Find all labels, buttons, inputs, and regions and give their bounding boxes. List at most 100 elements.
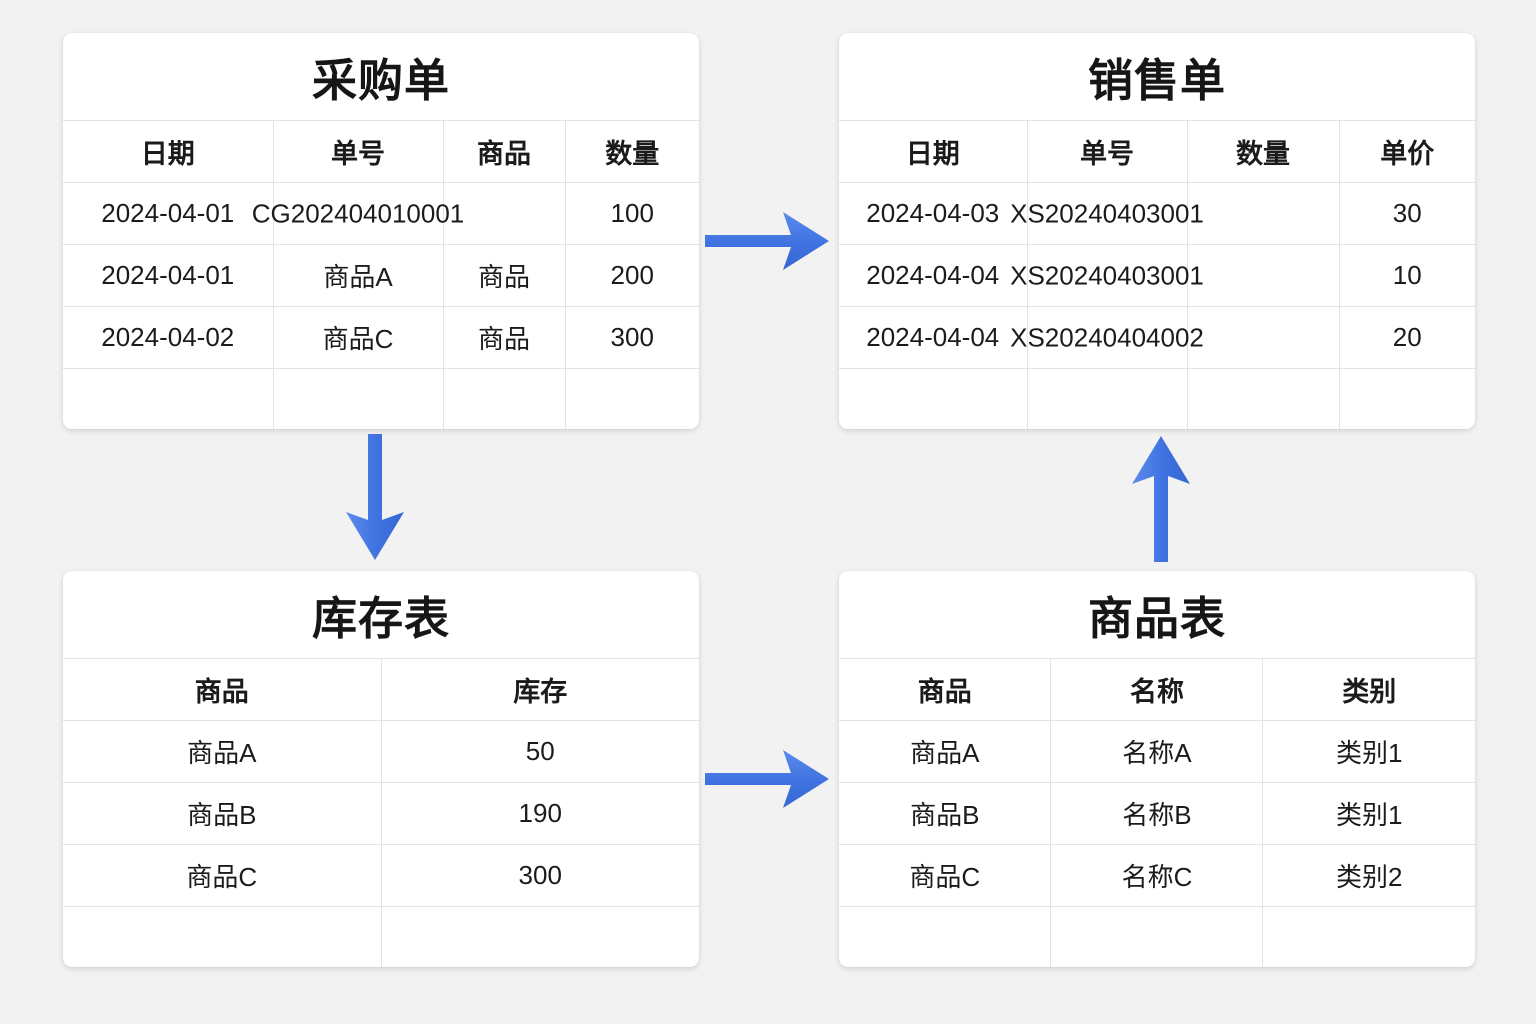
table-row-empty (839, 906, 1475, 967)
cell-order-no: XS20240403001 (1010, 244, 1204, 307)
cell-empty (273, 368, 444, 429)
cell-empty (443, 368, 566, 429)
table-row: 2024-04-04 XS20240404002 20 (839, 306, 1475, 369)
sales-order-card: 销售单 日期 单号 数量 单价 2024-04-03 XS20240403001 (839, 33, 1475, 429)
table-row: 商品B 名称B 类别1 (839, 782, 1475, 845)
cell-item (443, 182, 566, 245)
table-row: 商品C 300 (63, 844, 699, 907)
cell-date: 2024-04-03 (839, 182, 1028, 245)
column-header-order-no: 单号 (273, 120, 444, 183)
arrow-right-purchase-to-sales-icon (703, 206, 833, 276)
sales-order-table: 日期 单号 数量 单价 2024-04-03 XS20240403001 30 … (839, 120, 1475, 429)
table-header-row: 日期 单号 商品 数量 (63, 120, 699, 183)
cell-empty (1027, 368, 1188, 429)
cell-item: 商品A (63, 720, 382, 783)
cell-empty (1339, 368, 1475, 429)
arrow-up-product-to-sales-icon (1126, 432, 1196, 564)
cell-empty (1050, 906, 1264, 967)
column-header-date: 日期 (63, 120, 274, 183)
cell-empty (839, 906, 1052, 967)
purchase-order-title: 采购单 (311, 55, 450, 106)
cell-empty (381, 906, 699, 967)
cell-empty (565, 368, 699, 429)
cell-date: 2024-04-01 (63, 244, 274, 307)
table-row: 2024-04-02 商品C 商品 300 (63, 306, 699, 369)
product-title: 商品表 (1087, 593, 1226, 644)
cell-order-no: XS20240404002 (1010, 306, 1204, 369)
cell-price: 30 (1339, 182, 1475, 245)
table-row: 商品C 名称C 类别2 (839, 844, 1475, 907)
table-row: 商品A 名称A 类别1 (839, 720, 1475, 783)
cell-order-no: 商品A (273, 244, 444, 307)
cell-category: 类别1 (1262, 720, 1475, 783)
cell-item: 商品C (63, 844, 382, 907)
cell-item: 商品B (63, 782, 382, 845)
cell-name: 名称A (1050, 720, 1264, 783)
cell-order-no-text: XS20240403001 (1010, 198, 1204, 228)
table-row-empty (63, 906, 699, 967)
column-header-name: 名称 (1050, 658, 1264, 721)
column-header-item: 商品 (63, 658, 382, 721)
cell-name: 名称C (1050, 844, 1264, 907)
cell-name: 名称B (1050, 782, 1264, 845)
cell-qty: 200 (565, 244, 699, 307)
cell-empty (63, 906, 382, 967)
purchase-order-card: 采购单 日期 单号 商品 数量 2024-04-01 CG20240401000… (63, 33, 699, 429)
table-header-row: 商品 名称 类别 (839, 658, 1475, 721)
cell-empty (839, 368, 1028, 429)
column-header-qty: 数量 (1187, 120, 1340, 183)
cell-order-no-text: XS20240403001 (1010, 260, 1204, 290)
cell-order-no: 商品C (273, 306, 444, 369)
column-header-item: 商品 (839, 658, 1052, 721)
cell-category: 类别2 (1262, 844, 1475, 907)
inventory-title: 库存表 (311, 593, 450, 644)
table-row: 商品A 50 (63, 720, 699, 783)
cell-qty: 300 (565, 306, 699, 369)
cell-order-no: XS20240403001 (1010, 182, 1204, 245)
table-header-row: 日期 单号 数量 单价 (839, 120, 1475, 183)
table-row-empty (63, 368, 699, 429)
column-header-item: 商品 (443, 120, 566, 183)
cell-empty (1262, 906, 1475, 967)
column-header-stock: 库存 (381, 658, 699, 721)
cell-order-no: CG202404010001 (252, 182, 464, 245)
inventory-table: 商品 库存 商品A 50 商品B 190 商品C 300 (63, 658, 699, 967)
cell-date: 2024-04-04 (839, 306, 1028, 369)
cell-item: 商品B (839, 782, 1052, 845)
cell-order-no-text: CG202404010001 (251, 198, 465, 228)
cell-stock: 300 (381, 844, 699, 907)
column-header-order-no: 单号 (1027, 120, 1188, 183)
cell-empty (1187, 368, 1340, 429)
column-header-category: 类别 (1262, 658, 1475, 721)
inventory-card: 库存表 商品 库存 商品A 50 商品B 190 商品C (63, 571, 699, 967)
table-row-empty (839, 368, 1475, 429)
cell-date: 2024-04-04 (839, 244, 1028, 307)
cell-category: 类别1 (1262, 782, 1475, 845)
cell-item: 商品C (839, 844, 1052, 907)
table-row: 2024-04-01 CG202404010001 100 (63, 182, 699, 245)
cell-qty (1187, 306, 1340, 369)
purchase-order-table: 日期 单号 商品 数量 2024-04-01 CG202404010001 10… (63, 120, 699, 429)
table-row: 2024-04-01 商品A 商品 200 (63, 244, 699, 307)
cell-order-no-text: XS20240404002 (1010, 322, 1204, 352)
product-table: 商品 名称 类别 商品A 名称A 类别1 商品B 名称B 类别1 商品C (839, 658, 1475, 967)
product-card: 商品表 商品 名称 类别 商品A 名称A 类别1 商品B 名称B (839, 571, 1475, 967)
cell-qty (1187, 182, 1340, 245)
table-row: 2024-04-03 XS20240403001 30 (839, 182, 1475, 245)
cell-empty (63, 368, 274, 429)
sales-order-title: 销售单 (1087, 55, 1226, 106)
arrow-down-purchase-to-inventory-icon (340, 432, 410, 564)
column-header-date: 日期 (839, 120, 1028, 183)
cell-date: 2024-04-02 (63, 306, 274, 369)
table-header-row: 商品 库存 (63, 658, 699, 721)
cell-qty (1187, 244, 1340, 307)
column-header-qty: 数量 (565, 120, 699, 183)
cell-item: 商品 (443, 244, 566, 307)
arrow-right-inventory-to-product-icon (703, 744, 833, 814)
cell-item: 商品A (839, 720, 1052, 783)
cell-item: 商品 (443, 306, 566, 369)
cell-qty: 100 (565, 182, 699, 245)
table-row: 商品B 190 (63, 782, 699, 845)
cell-stock: 190 (381, 782, 699, 845)
